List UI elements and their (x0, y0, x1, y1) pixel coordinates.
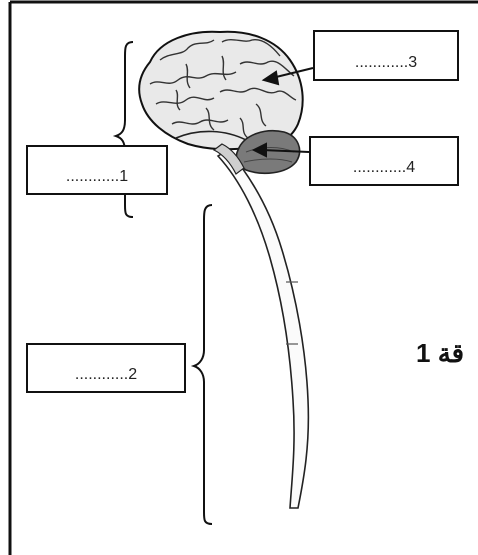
label-box-2[interactable]: ............2 (26, 343, 186, 393)
label-box-1[interactable]: ............1 (26, 145, 168, 195)
spinal-cord-brace (194, 205, 212, 524)
label-box-4-text: ............4 (353, 159, 415, 177)
label-box-2-text: ............2 (75, 366, 137, 384)
label-box-1-text: ............1 (66, 168, 128, 186)
label-box-3[interactable]: ............3 (313, 30, 459, 81)
label-box-3-text: ............3 (355, 54, 417, 72)
page-fragment-text: قة 1 (416, 338, 464, 369)
label-box-4[interactable]: ............4 (309, 136, 459, 186)
spinal-cord (218, 150, 308, 508)
